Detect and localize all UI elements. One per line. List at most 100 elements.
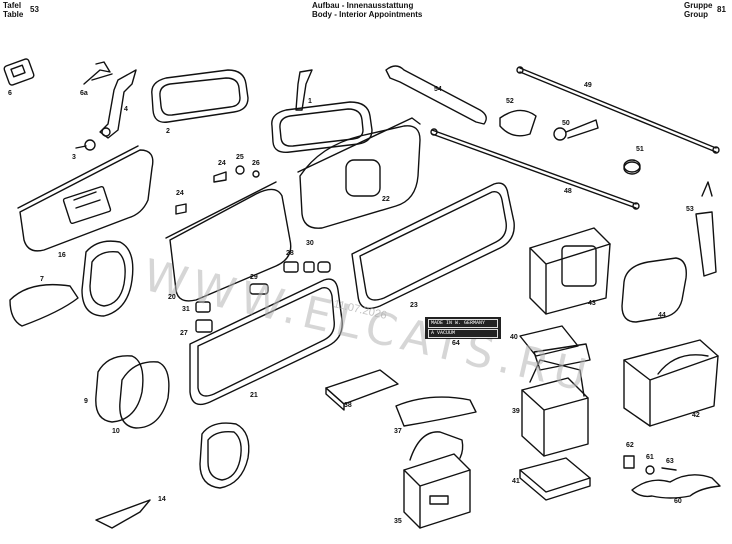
callout: 63 — [666, 458, 674, 465]
part-40-panel — [519, 325, 591, 371]
part-35-case — [403, 431, 471, 529]
group-number: 81 — [717, 5, 726, 14]
callout: 6 — [8, 90, 12, 97]
part-63-pin — [661, 467, 677, 471]
callout: 21 — [250, 392, 258, 399]
part-64-plate: MADE IN W. GERMANY A VACUUM — [425, 317, 501, 339]
part-28-fitting — [283, 261, 315, 273]
part-51-ring — [623, 159, 641, 175]
callout: 31 — [182, 306, 190, 313]
callout: 44 — [658, 312, 666, 319]
callout: 40 — [510, 334, 518, 341]
part-21-frame — [189, 278, 343, 406]
callout: 38 — [344, 402, 352, 409]
callout: 26 — [252, 160, 260, 167]
callout: 6a — [80, 90, 88, 97]
callout: 50 — [562, 120, 570, 127]
callout: 61 — [646, 454, 654, 461]
callout: 29 — [250, 274, 258, 281]
part-20-visor-frame — [165, 181, 292, 302]
part-31-clip — [195, 301, 211, 313]
callout: 54 — [434, 86, 442, 93]
part-8-lower-mirror — [199, 422, 250, 489]
callout: 48 — [564, 188, 572, 195]
part-7-clip — [9, 283, 79, 327]
group-label-de: Gruppe — [684, 1, 713, 10]
part-3-screw — [75, 139, 96, 151]
callout: 9 — [84, 398, 88, 405]
callout: 22 — [382, 196, 390, 203]
part-38-cushion — [325, 369, 399, 411]
callout: 51 — [636, 146, 644, 153]
part-8-outside-mirror — [81, 240, 134, 317]
callout: 52 — [506, 98, 514, 105]
callout: 24 — [176, 190, 184, 197]
callout: 23 — [410, 302, 418, 309]
callout: 35 — [394, 518, 402, 525]
part-14-triangle — [95, 499, 151, 529]
part-29-fitting — [249, 283, 269, 295]
table-label-de: Tafel — [3, 1, 22, 10]
part-37-lid — [395, 396, 477, 427]
part-42-case — [623, 339, 719, 427]
callout: 25 — [236, 154, 244, 161]
callout: 4 — [124, 106, 128, 113]
callout: 39 — [512, 408, 520, 415]
part-50-pin — [553, 119, 599, 141]
title-en: Body - Interior Appointments — [312, 10, 423, 19]
callout: 28 — [286, 250, 294, 257]
callout: 3 — [72, 154, 76, 161]
callout: 64 — [452, 340, 460, 347]
plate-line-1: MADE IN W. GERMANY — [428, 319, 498, 328]
part-62-clip — [623, 455, 635, 469]
part-30-fitting — [317, 261, 331, 273]
title-de: Aufbau - Innenausstattung — [312, 1, 414, 10]
callout: 7 — [40, 276, 44, 283]
callout: 10 — [112, 428, 120, 435]
callout: 49 — [584, 82, 592, 89]
part-10-mirror — [119, 361, 170, 429]
part-48-rod — [430, 128, 640, 210]
plate-line-2: A VACUUM — [428, 329, 498, 338]
callout: 20 — [168, 294, 176, 301]
part-39-case — [521, 359, 589, 457]
part-16-sun-visor — [17, 145, 154, 252]
part-4-mirror-arm — [99, 69, 137, 139]
part-44-cover — [621, 257, 687, 323]
part-23-frame — [351, 182, 515, 310]
callout: 60 — [674, 498, 682, 505]
part-22-visor — [297, 117, 421, 229]
callout: 41 — [512, 478, 520, 485]
part-52-knob — [499, 109, 537, 137]
callout: 14 — [158, 496, 166, 503]
callout: 24 — [218, 160, 226, 167]
part-24-clip — [175, 171, 227, 215]
table-number: 53 — [30, 5, 39, 14]
callout: 42 — [692, 412, 700, 419]
part-6-bracket — [3, 58, 35, 86]
part-54-handle — [385, 65, 487, 125]
callout: 1 — [308, 98, 312, 105]
part-25-26-clips — [235, 165, 260, 178]
part-6a-hook — [83, 61, 113, 85]
group-label-en: Group — [684, 10, 708, 19]
part-60-script-badge — [631, 474, 721, 499]
part-53-strap — [695, 181, 717, 277]
part-49-rod — [516, 66, 720, 154]
part-61-ring — [645, 465, 655, 475]
part-1-mirror — [271, 69, 373, 153]
callout: 53 — [686, 206, 694, 213]
callout: 16 — [58, 252, 66, 259]
part-27-clip — [195, 319, 213, 333]
callout: 2 — [166, 128, 170, 135]
callout: 30 — [306, 240, 314, 247]
part-43-box — [529, 227, 611, 315]
part-9-mirror — [95, 355, 144, 423]
callout: 43 — [588, 300, 596, 307]
part-2-mirror — [151, 69, 249, 123]
callout: 37 — [394, 428, 402, 435]
part-41-tray — [519, 457, 591, 501]
callout: 27 — [180, 330, 188, 337]
table-label-en: Table — [3, 10, 24, 19]
